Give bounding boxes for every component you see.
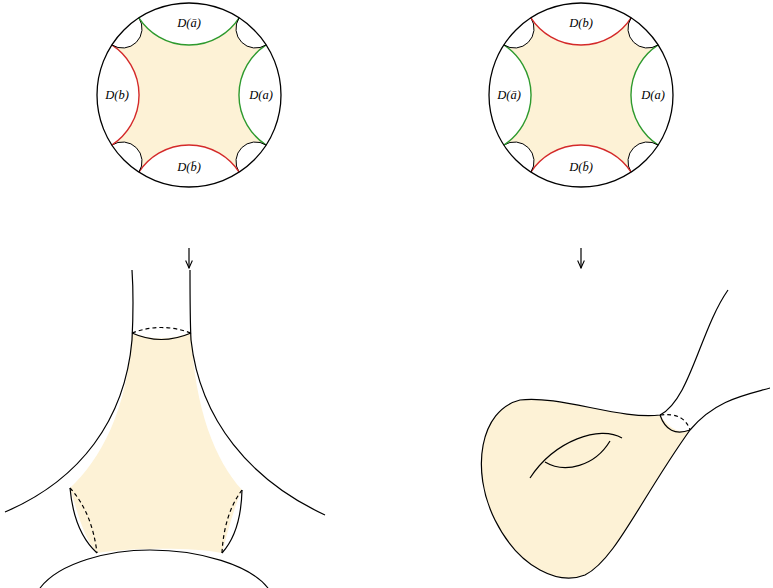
map-arrow <box>580 248 581 268</box>
region-name: D(a) <box>249 88 273 102</box>
region-name: D(ā) <box>177 16 201 30</box>
geodesic-arc <box>236 18 266 48</box>
geodesic-arc <box>504 142 534 172</box>
region-label: D(b) <box>103 87 131 103</box>
region-label: D(a) <box>247 87 275 103</box>
region-label: D(ā) <box>175 15 203 31</box>
disk-boundary <box>97 3 281 187</box>
disk-boundary <box>489 3 673 187</box>
map-arrow <box>188 248 189 268</box>
region-name: D(ā) <box>497 88 521 102</box>
geodesic-arc <box>504 18 534 48</box>
geodesic-arc <box>236 142 266 172</box>
region-name: D(b) <box>569 16 593 30</box>
geodesic-arc <box>628 18 658 48</box>
fundamental-domain <box>504 18 658 172</box>
region-label: D(b̄) <box>567 159 595 175</box>
region-label: D(a) <box>639 87 667 103</box>
geodesic-arc <box>112 142 142 172</box>
fundamental-domain <box>112 18 266 172</box>
region-label: D(b) <box>567 15 595 31</box>
region-name: D(b̄) <box>177 160 201 174</box>
one-holed-torus <box>481 290 770 578</box>
region-name: D(b) <box>105 88 129 102</box>
region-name: D(b̄) <box>569 160 593 174</box>
geodesic-arc <box>112 18 142 48</box>
region-name: D(a) <box>641 88 665 102</box>
region-label: D(ā) <box>495 87 523 103</box>
geodesic-arc <box>628 142 658 172</box>
region-label: D(b̄) <box>175 159 203 175</box>
pair-of-pants <box>5 270 325 588</box>
